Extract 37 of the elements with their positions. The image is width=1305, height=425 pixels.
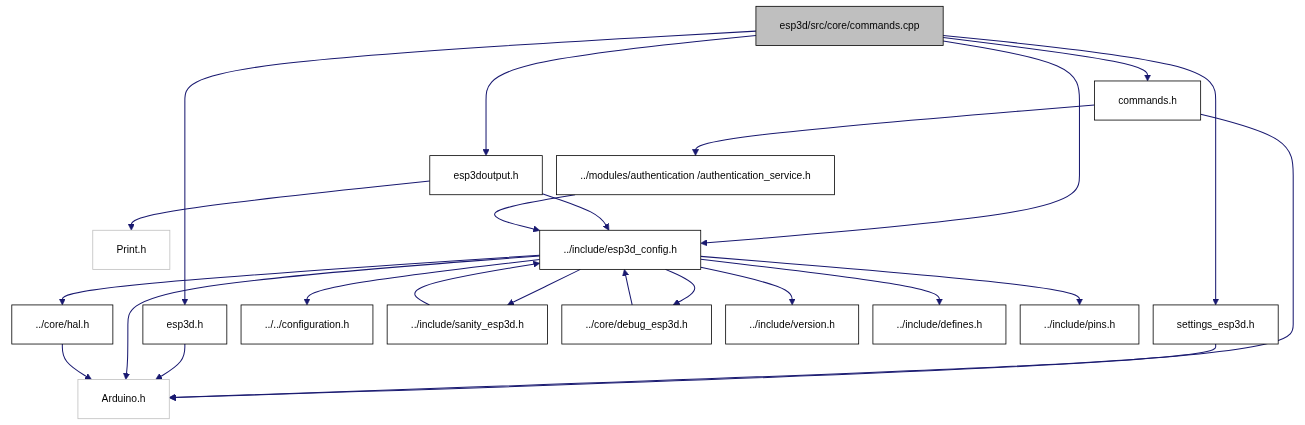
arrow [700, 255, 1083, 306]
arrow [942, 34, 1220, 306]
node-box: ../include/version.h [725, 304, 860, 345]
arrow [414, 260, 541, 306]
arrow [622, 269, 633, 306]
node-box: Print.h [92, 229, 171, 270]
node-box: esp3d.h [142, 304, 228, 345]
arrow [700, 258, 943, 306]
arrow [700, 266, 796, 306]
arrow [168, 343, 1217, 401]
arrow [58, 254, 541, 306]
arrow [155, 343, 186, 380]
node-box: Arduino.h [77, 379, 170, 420]
arrow [61, 343, 92, 380]
node-box: ../modules/authentication /authentication_service.h [556, 155, 835, 196]
arrow [303, 258, 541, 306]
arrow [700, 40, 1080, 247]
node-box: ../include/pins.h [1019, 304, 1140, 345]
arrow [482, 34, 757, 156]
arrow [507, 268, 581, 306]
node-box: ../include/esp3d_config.h [539, 229, 702, 270]
node-box: ../include/defines.h [872, 304, 1007, 345]
node-box: ../core/hal.h [11, 304, 114, 345]
node-box: settings_esp3d.h [1152, 304, 1279, 345]
arrow [692, 104, 1095, 156]
arrow [123, 255, 541, 380]
arrow [127, 180, 431, 231]
node-box: ../../configuration.h [240, 304, 374, 345]
node-box: commands.h [1094, 80, 1202, 121]
arrow [168, 113, 1294, 401]
node-box: esp3doutput.h [429, 155, 543, 196]
arrow [181, 30, 757, 306]
arrow [942, 37, 1152, 82]
arrow [541, 193, 610, 231]
node-box: esp3d/src/core/commands.cpp [755, 5, 944, 46]
node-box: ../core/debug_esp3d.h [561, 304, 712, 345]
node-box: ../include/sanity_esp3d.h [386, 304, 548, 345]
